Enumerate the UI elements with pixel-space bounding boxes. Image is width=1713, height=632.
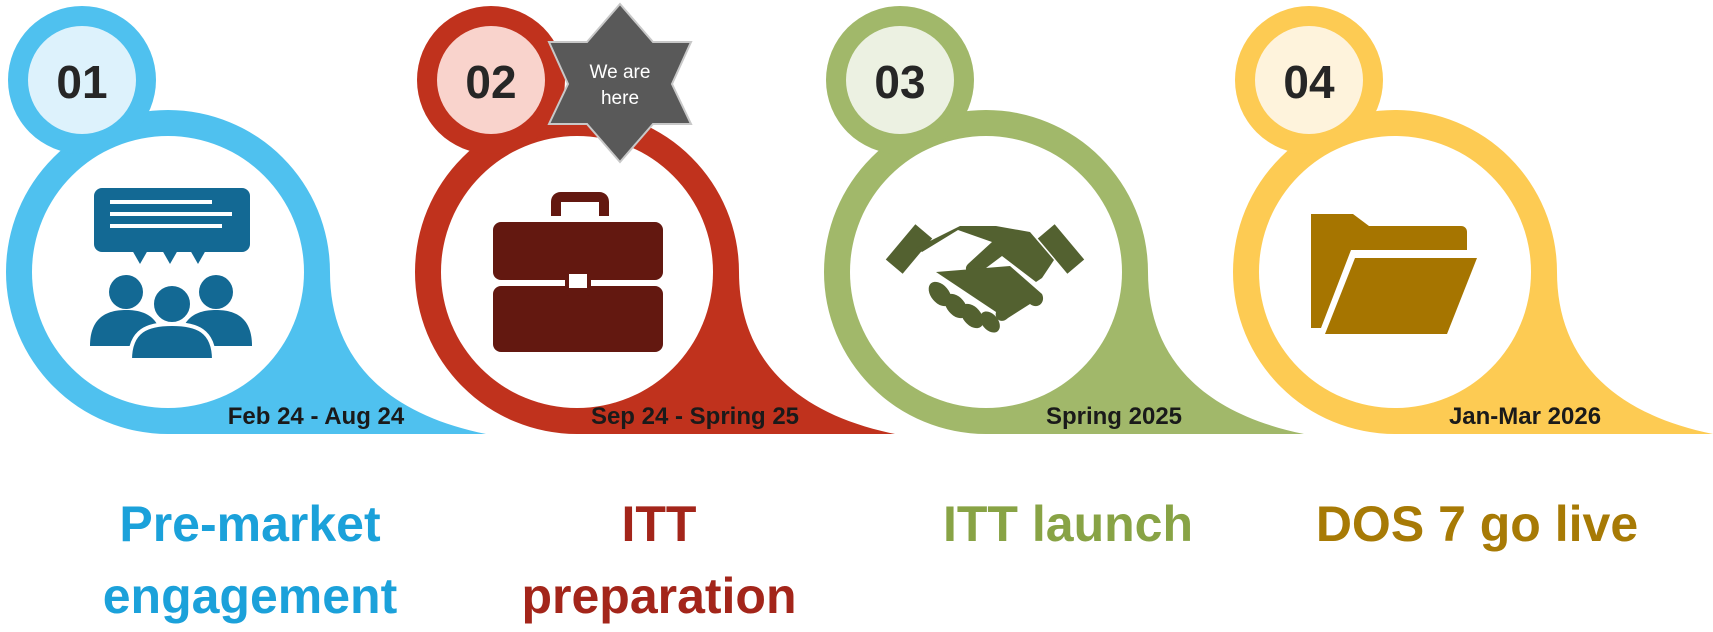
stage-2-number: 02 xyxy=(465,56,516,108)
stage-1-inner-circle xyxy=(32,136,304,408)
stage-2: 02 Sep 24 - Spring 25 xyxy=(415,6,895,434)
badge-text-line2: here xyxy=(601,88,639,109)
meeting-people-icon xyxy=(90,188,252,362)
stage-2-title-line1: ITT xyxy=(621,496,697,552)
stage-3-number: 03 xyxy=(874,56,925,108)
stage-2-title-line2: preparation xyxy=(521,568,797,624)
stage-2-title: ITT preparation xyxy=(449,488,869,632)
handshake-icon xyxy=(885,224,1085,333)
stage-1-title-line1: Pre-market xyxy=(119,496,381,552)
stage-2-number-bg xyxy=(437,26,545,134)
stage-4-number-bg xyxy=(1255,26,1363,134)
stage-3-title-line1: ITT launch xyxy=(943,496,1193,552)
folder-icon xyxy=(1311,214,1477,334)
stage-4-title-line1: DOS 7 go live xyxy=(1315,496,1639,552)
stage-1-number: 01 xyxy=(56,56,107,108)
stage-4-number: 04 xyxy=(1283,56,1335,108)
badge-star-shape xyxy=(547,2,693,164)
stage-3: 03 Spring 2025 xyxy=(824,6,1304,434)
stage-4-title: DOS 7 go live xyxy=(1267,488,1687,560)
stage-3-title: ITT launch xyxy=(858,488,1278,560)
stage-1-date: Feb 24 - Aug 24 xyxy=(228,403,405,430)
badge-text-line1: We are xyxy=(590,62,651,83)
stage-1-title-line2: engagement xyxy=(102,568,398,624)
stage-4: 04 Jan-Mar 2026 xyxy=(1233,6,1713,434)
stage-1-title: Pre-market engagement xyxy=(40,488,460,632)
briefcase-icon xyxy=(493,192,663,352)
stage-3-number-bg xyxy=(846,26,954,134)
stage-3-date: Spring 2025 xyxy=(1046,403,1182,430)
stage-1-number-bg xyxy=(28,26,136,134)
we-are-here-badge: We are here xyxy=(547,2,693,164)
stage-2-date: Sep 24 - Spring 25 xyxy=(591,403,799,430)
stage-4-date: Jan-Mar 2026 xyxy=(1449,403,1601,430)
stage-1: 01 Feb 24 - Aug 24 xyxy=(6,6,486,434)
